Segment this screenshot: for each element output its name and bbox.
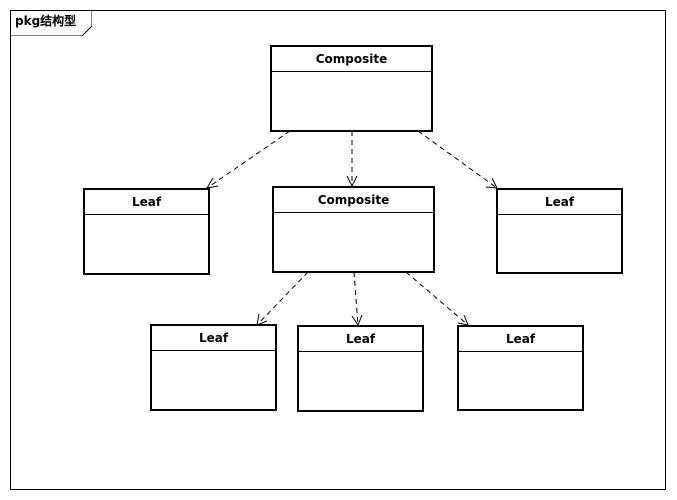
edge-root-leaf-right [417, 130, 498, 189]
class-box-leaf-left: Leaf [83, 188, 210, 275]
class-box-leaf-right: Leaf [496, 188, 623, 274]
class-box-leaf-bottom-2: Leaf [297, 325, 424, 412]
class-name: Leaf [498, 190, 621, 215]
edge-root-leaf-left [206, 130, 291, 189]
class-box-leaf-bottom-1: Leaf [150, 324, 277, 411]
class-name: Leaf [459, 327, 582, 352]
class-box-leaf-bottom-3: Leaf [457, 325, 584, 411]
package-title: pkg结构型 [15, 14, 77, 28]
class-name: Leaf [85, 190, 208, 215]
class-name: Leaf [299, 327, 422, 352]
edge-root-composite-mid [346, 131, 358, 188]
class-name: Composite [274, 188, 433, 213]
package-frame [10, 10, 666, 490]
class-name: Composite [272, 47, 431, 72]
edge-composite-leaf-bottom-1 [256, 271, 309, 326]
edge-composite-leaf-bottom-2 [351, 271, 363, 327]
edge-composite-leaf-bottom-3 [405, 271, 469, 326]
class-box-composite-root: Composite [270, 45, 433, 132]
package-tab [10, 10, 92, 36]
class-box-composite-mid: Composite [272, 186, 435, 273]
class-name: Leaf [152, 326, 275, 351]
